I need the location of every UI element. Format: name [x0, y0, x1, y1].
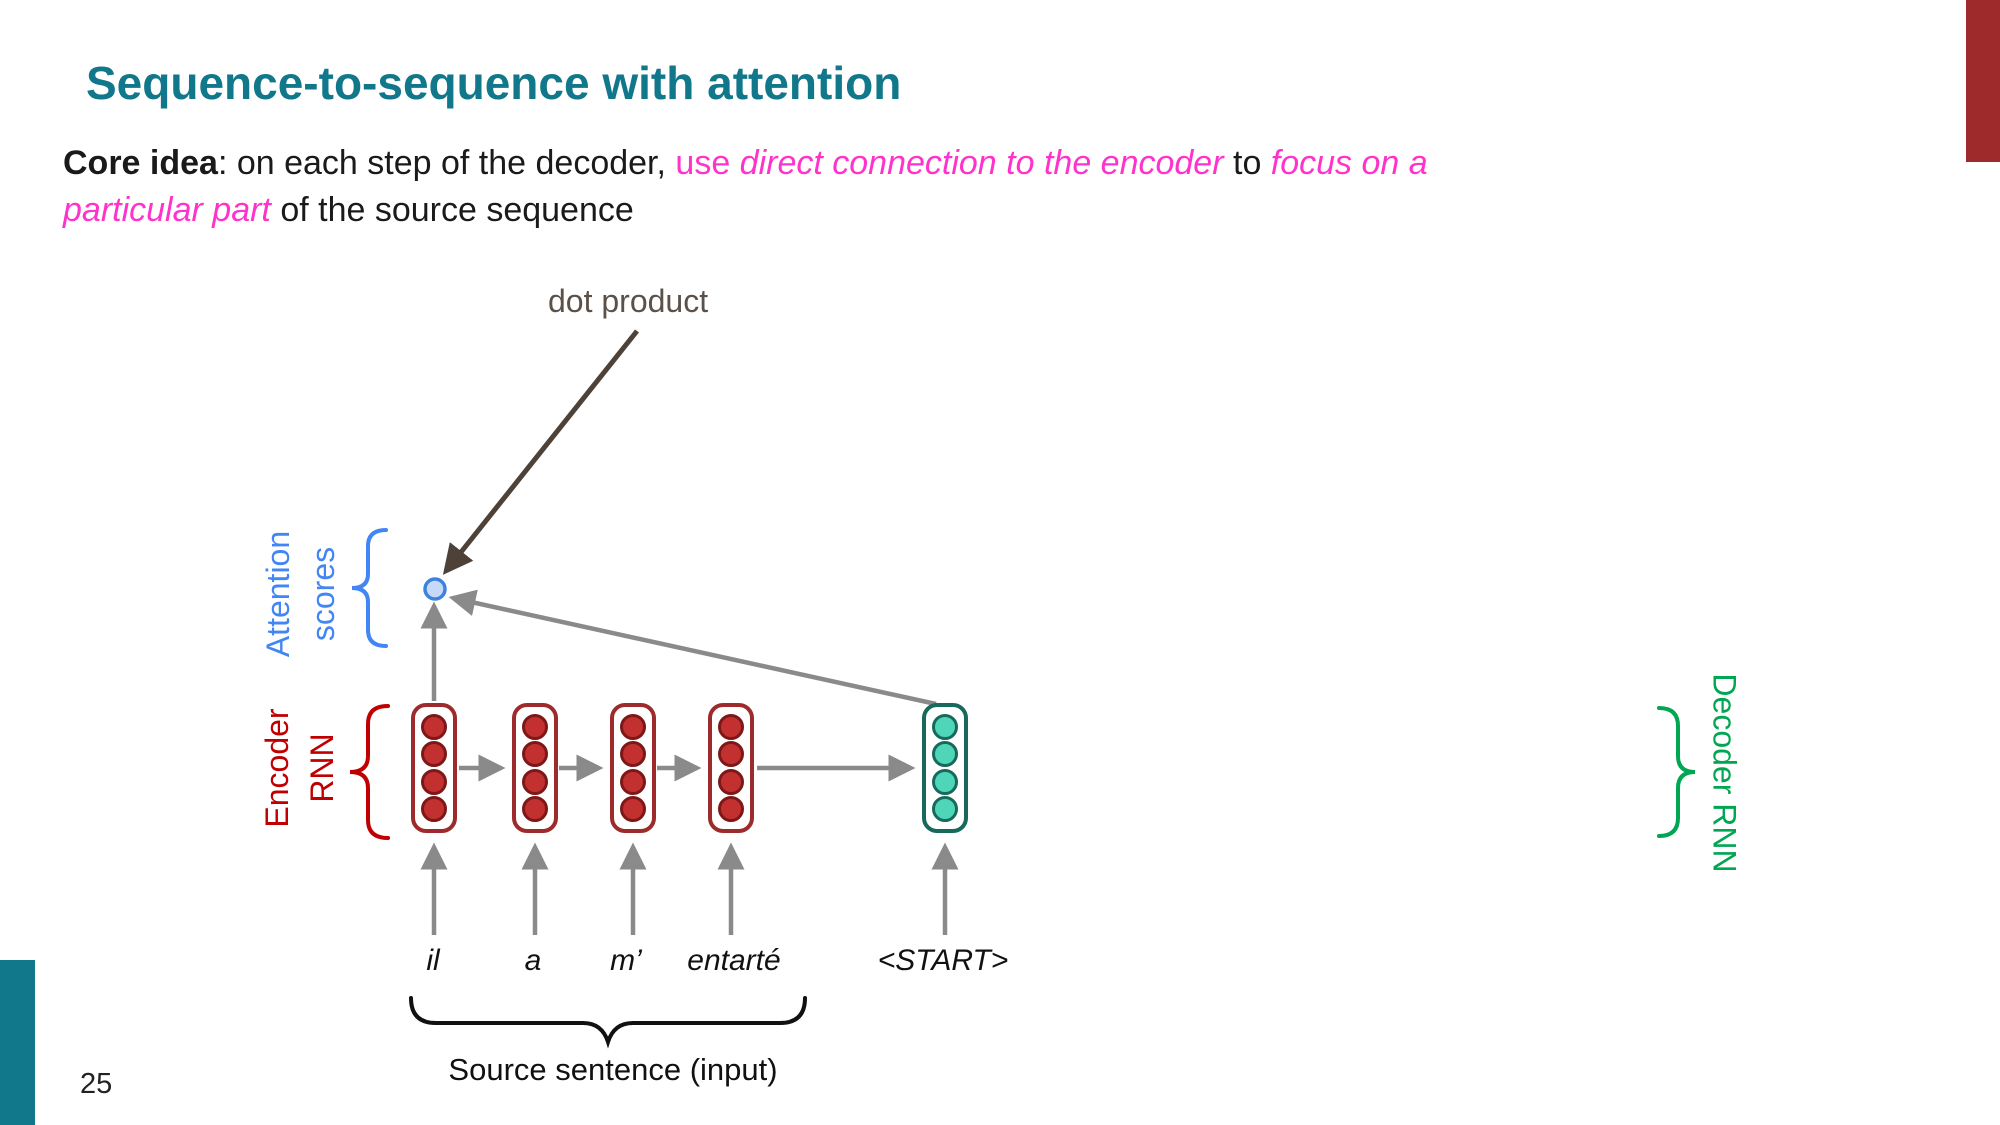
core-idea-focus-2: particular part [63, 191, 271, 229]
hidden-cell [718, 768, 744, 795]
dot-product-label: dot product [548, 283, 709, 319]
hidden-cell [421, 768, 447, 795]
hidden-cell [718, 714, 744, 740]
source-word-a: a [524, 944, 542, 977]
hidden-cell [620, 768, 646, 795]
source-word-il: il [426, 944, 440, 977]
core-idea-line-1: Core idea: on each step of the decoder, … [63, 140, 1428, 187]
core-idea-use: use [675, 144, 740, 182]
word-input-arrows [420, 842, 959, 935]
source-word-m: m’ [610, 944, 642, 977]
hidden-cell [522, 741, 548, 768]
decoder-rnn-brace [1657, 706, 1696, 838]
encoder-stack-1 [411, 703, 457, 833]
hidden-cell [620, 795, 646, 822]
encoder-rnn-brace [349, 704, 390, 840]
encoder-rnn-label-line1: Encoder [259, 708, 295, 828]
hidden-cell [620, 714, 646, 740]
hidden-cell [522, 795, 548, 822]
slide-title: Sequence-to-sequence with attention [86, 57, 902, 109]
hidden-cell [932, 795, 958, 822]
hidden-cell [421, 741, 447, 768]
arrow-decoder-to-score [448, 589, 937, 707]
attention-scores-brace [351, 528, 388, 648]
arrow-dot-product [442, 329, 639, 575]
source-sentence-caption: Source sentence (input) [448, 1052, 778, 1087]
hidden-cell [932, 741, 958, 768]
attention-score-dot [423, 577, 447, 601]
start-token-label: <START> [877, 944, 1009, 977]
top-right-accent-bar [1966, 0, 2000, 162]
hidden-cell [620, 741, 646, 768]
core-idea-paragraph: Core idea: on each step of the decoder, … [63, 140, 1428, 234]
encoder-stack-4 [708, 703, 754, 833]
core-idea-focus-1: focus on a [1270, 144, 1428, 182]
encoder-stack-2 [512, 703, 558, 833]
hidden-cell [932, 714, 958, 740]
encoder-rnn-label: Encoder RNN [255, 708, 345, 827]
hidden-cell [718, 741, 744, 768]
encoder-rnn-label-line2: RNN [304, 733, 340, 803]
hidden-cell [522, 768, 548, 795]
hidden-cell [932, 768, 958, 795]
attention-scores-label-line2: scores [305, 546, 341, 642]
core-idea-text: : on each step of the decoder, [217, 144, 676, 182]
core-idea-tail: of the source sequence [270, 191, 634, 229]
attention-scores-label-line1: Attention [260, 530, 296, 658]
core-idea-line-2: particular part of the source sequence [63, 187, 1428, 234]
hidden-cell [522, 714, 548, 740]
decoder-rnn-label: Decoder RNN [1706, 673, 1743, 873]
encoder-stack-3 [610, 703, 656, 833]
hidden-cell [421, 714, 447, 740]
hidden-cell [718, 795, 744, 822]
page-number: 25 [80, 1068, 113, 1100]
core-idea-direct-connection: direct connection to the encoder [739, 144, 1224, 182]
hidden-cell [421, 795, 447, 822]
source-sentence-brace [409, 996, 807, 1049]
bottom-left-accent-bar [0, 960, 35, 1125]
decoder-stack [922, 703, 968, 833]
core-idea-to: to [1223, 144, 1271, 182]
source-word-entarte: entarté [687, 944, 781, 977]
core-idea-lead: Core idea [63, 144, 218, 182]
attention-scores-label: Attention scores [256, 531, 346, 657]
